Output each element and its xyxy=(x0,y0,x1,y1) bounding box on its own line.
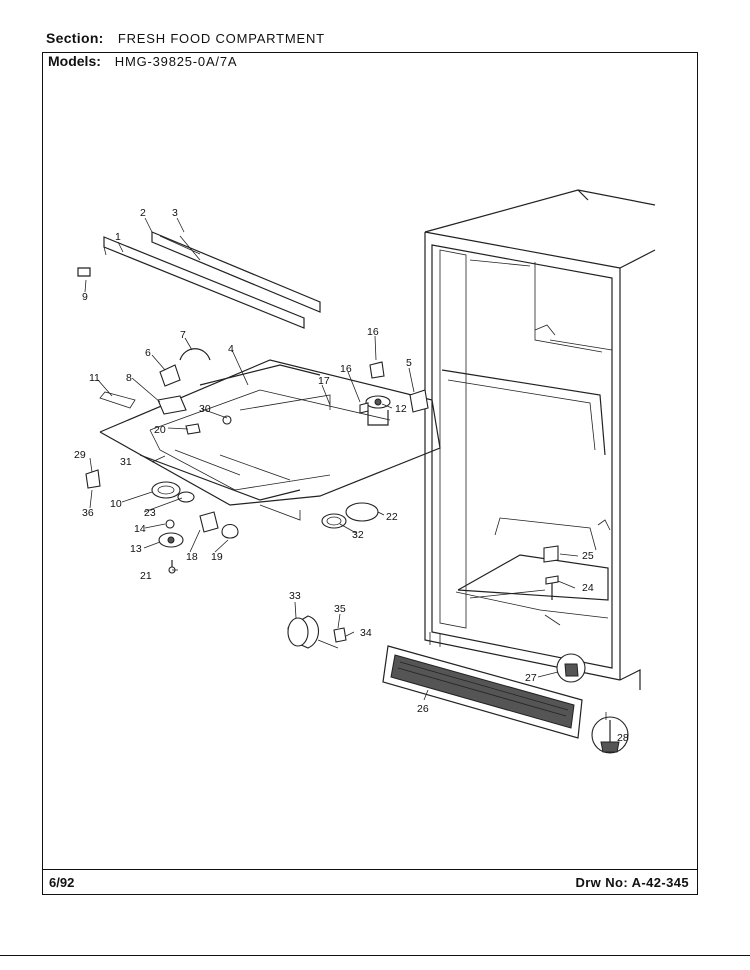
part-number-11: 11 xyxy=(89,372,100,384)
grille-drawing xyxy=(382,645,583,739)
part-number-16a: 16 xyxy=(367,326,379,338)
drawing-number: Drw No: A-42-345 xyxy=(575,875,689,890)
part-number-18: 18 xyxy=(186,551,198,563)
part-number-32: 32 xyxy=(352,529,364,541)
revision-date: 6/92 xyxy=(49,875,75,890)
part-number-8: 8 xyxy=(126,372,132,384)
part-number-33: 33 xyxy=(289,590,301,602)
models-value: HMG-39825-0A/7A xyxy=(114,54,238,69)
divider-panel-drawing xyxy=(99,359,441,521)
part-number-9: 9 xyxy=(82,291,88,303)
part-number-30: 30 xyxy=(199,403,211,415)
refrigerator-cabinet-drawing xyxy=(424,189,656,690)
part-number-16b: 16 xyxy=(340,363,352,375)
section-value: FRESH FOOD COMPARTMENT xyxy=(117,31,325,46)
part-number-14: 14 xyxy=(134,523,146,535)
top-strips-drawing xyxy=(103,231,321,329)
part-number-24: 24 xyxy=(582,582,594,594)
part-number-5: 5 xyxy=(406,357,412,369)
part-number-25: 25 xyxy=(582,550,594,562)
part-number-29: 29 xyxy=(74,449,86,461)
part-number-4: 4 xyxy=(228,343,234,355)
diagram-frame: Models: HMG-39825-0A/7A 6/92 Drw No: A-4… xyxy=(42,52,698,895)
part-number-1: 1 xyxy=(115,231,121,243)
part-number-34: 34 xyxy=(360,627,372,639)
part-number-31: 31 xyxy=(120,456,132,468)
part-number-20: 20 xyxy=(154,424,166,436)
part-number-3: 3 xyxy=(172,207,178,219)
part-number-22: 22 xyxy=(386,511,398,523)
part-number-13: 13 xyxy=(130,543,142,555)
part-number-6: 6 xyxy=(145,347,151,359)
part-number-21: 21 xyxy=(140,570,152,582)
part-number-10: 10 xyxy=(110,498,122,510)
footer-divider xyxy=(43,869,697,870)
part-number-7: 7 xyxy=(180,329,186,341)
models-label: Models: xyxy=(48,53,101,69)
part-number-36: 36 xyxy=(82,507,94,519)
part-number-28: 28 xyxy=(617,732,629,744)
part-number-19: 19 xyxy=(211,551,223,563)
part-number-23: 23 xyxy=(144,507,156,519)
part-number-26: 26 xyxy=(417,703,429,715)
part-number-17: 17 xyxy=(318,375,330,387)
section-label: Section: xyxy=(46,30,104,46)
section-header: Section: FRESH FOOD COMPARTMENT xyxy=(46,30,325,46)
models-header: Models: HMG-39825-0A/7A xyxy=(48,53,237,69)
part-number-27: 27 xyxy=(525,672,537,684)
part-number-12: 12 xyxy=(395,403,407,415)
part-number-35: 35 xyxy=(334,603,346,615)
part-number-2: 2 xyxy=(140,207,146,219)
page-bottom-rule xyxy=(0,955,750,956)
part-number-labels: 1 2 3 4 5 6 7 8 9 10 11 12 13 14 16 16 1… xyxy=(74,207,629,744)
